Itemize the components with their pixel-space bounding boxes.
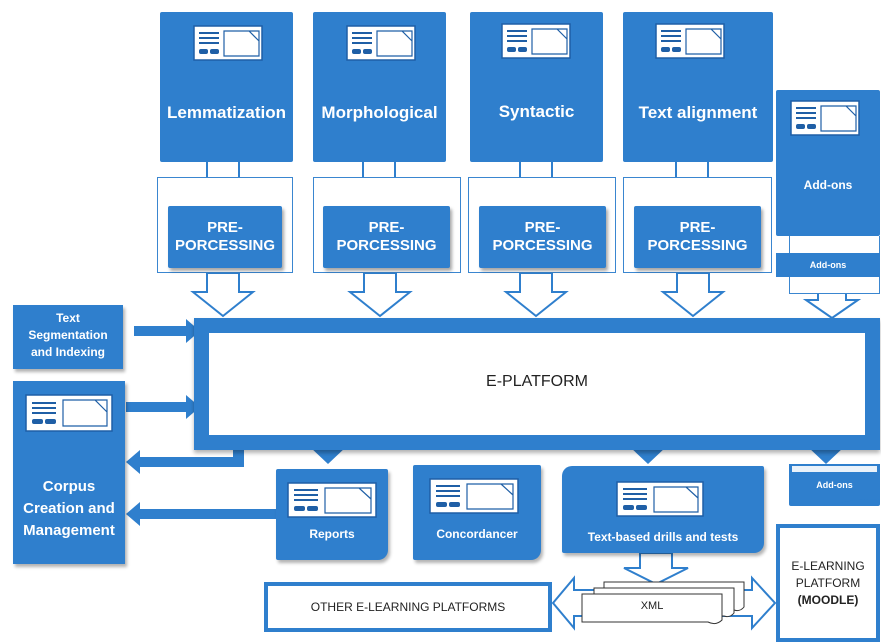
corpus-line-2: Creation and	[23, 500, 115, 517]
window-icon	[346, 25, 416, 61]
addons-label: Add-ons	[803, 178, 853, 192]
addons-bottom-box: Add-ons	[789, 464, 880, 506]
drills-box: Text-based drills and tests	[562, 466, 764, 553]
down-arrow-4	[660, 272, 726, 318]
concordancer-label: Concordancer	[436, 527, 518, 541]
xml-page-1	[581, 593, 723, 625]
preprocessing-box-1: PRE- PORCESSING	[168, 206, 282, 268]
preprocessing-box-3: PRE- PORCESSING	[479, 206, 606, 268]
window-icon	[429, 478, 519, 514]
preprocessing-box-2: PRE- PORCESSING	[323, 206, 450, 268]
module-syntactic: Syntactic	[470, 12, 603, 162]
reports-box: Reports	[276, 469, 388, 560]
segmentation-line-3: and Indexing	[30, 345, 105, 359]
elearning-line-2: PLATFORM	[795, 576, 861, 590]
other-platforms-box: OTHER E-LEARNING PLATFORMS	[264, 582, 552, 632]
down-arrow-xml	[623, 552, 689, 586]
down-arrow-1	[190, 272, 256, 318]
addons-sub-box: Add-ons	[776, 253, 880, 277]
xml-label: XML	[640, 600, 664, 612]
window-icon	[616, 481, 704, 517]
module-lemmatization: Lemmatization	[160, 12, 293, 162]
elearning-line-1: E-LEARNING	[791, 559, 865, 573]
corpus-line-1: Corpus	[42, 478, 96, 495]
down-arrow-2	[347, 272, 413, 318]
module-label: Text alignment	[638, 103, 758, 122]
module-label: Lemmatization	[166, 103, 287, 122]
e-platform: E-PLATFORM	[194, 318, 880, 450]
corpus-line-3: Management	[23, 522, 115, 539]
drills-label: Text-based drills and tests	[587, 530, 739, 544]
preprocessing-line-2: PORCESSING	[492, 237, 593, 254]
window-icon	[790, 100, 860, 136]
preprocessing-line-2: PORCESSING	[174, 237, 276, 254]
module-text-alignment: Text alignment	[623, 12, 773, 162]
preprocessing-line-1: PRE-	[207, 219, 243, 236]
window-icon	[25, 394, 113, 432]
module-label: Morphological	[321, 103, 438, 122]
e-platform-label: E-PLATFORM	[486, 373, 588, 390]
reports-label: Reports	[309, 527, 355, 541]
elearning-platform-box: E-LEARNING PLATFORM (MOODLE)	[776, 524, 880, 642]
segmentation-box: Text Segmentation and Indexing	[13, 305, 123, 369]
window-icon	[501, 23, 571, 59]
module-morphological: Morphological	[313, 12, 446, 162]
concordancer-box: Concordancer	[413, 465, 541, 560]
window-icon	[193, 25, 263, 61]
window-icon	[655, 23, 725, 59]
preprocessing-line-2: PORCESSING	[647, 237, 748, 254]
window-icon	[287, 482, 377, 518]
segmentation-line-1: Text	[56, 311, 80, 325]
preprocessing-line-2: PORCESSING	[336, 237, 437, 254]
preprocessing-line-1: PRE-	[524, 219, 561, 236]
preprocessing-line-1: PRE-	[368, 219, 405, 236]
addons-bottom-label: Add-ons	[816, 480, 853, 490]
preprocessing-line-1: PRE-	[679, 219, 716, 236]
corpus-box: Corpus Creation and Management	[13, 381, 125, 564]
elearning-line-3: (MOODLE)	[797, 593, 859, 607]
down-arrow-3	[503, 272, 569, 318]
preprocessing-box-4: PRE- PORCESSING	[634, 206, 761, 268]
module-label: Syntactic	[498, 102, 575, 121]
segmentation-line-2: Segmentation	[28, 328, 108, 342]
addons-module: Add-ons	[776, 90, 880, 236]
